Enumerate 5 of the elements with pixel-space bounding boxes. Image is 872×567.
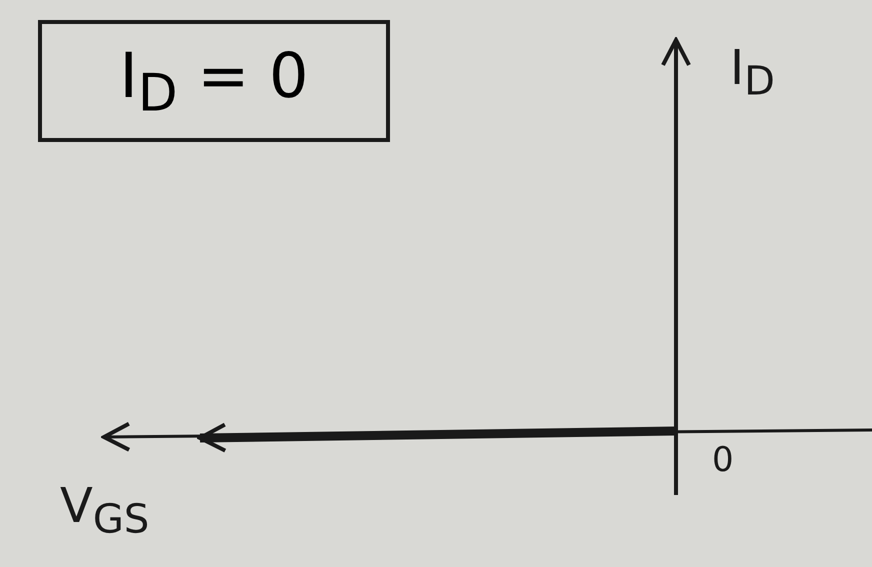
equation-text: I$_{D}$ = 0 bbox=[120, 38, 308, 124]
equation-box bbox=[38, 20, 390, 142]
axis-label: I$_{D}$ bbox=[730, 40, 775, 105]
axis-label: V$_{GS}$ bbox=[60, 478, 150, 543]
origin-label: 0 bbox=[712, 440, 734, 480]
